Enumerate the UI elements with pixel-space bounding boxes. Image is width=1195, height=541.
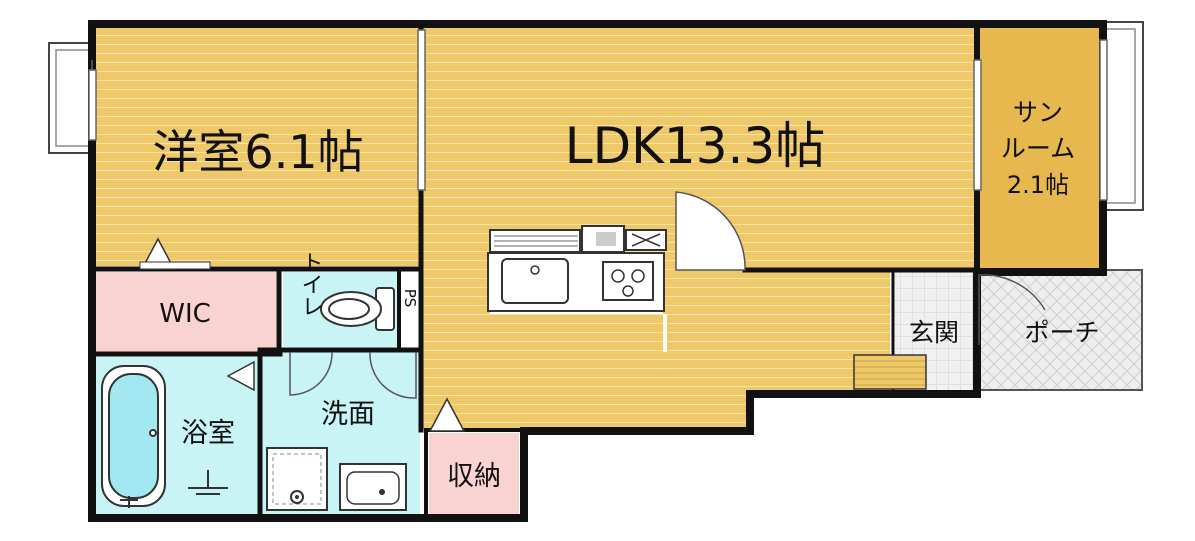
storage-floor: [429, 433, 519, 515]
washing-machine-icon: [266, 447, 328, 511]
storage-label: 収納: [447, 461, 501, 492]
sunroom-label-line1: サン: [1013, 98, 1063, 127]
walls: [88, 20, 1107, 522]
sunroom-size: 2.1帖: [1007, 171, 1069, 199]
western-room-floor: [96, 28, 419, 266]
ps-floor: [401, 272, 421, 347]
toilet-icon: [320, 287, 395, 331]
porch-label: ポーチ: [1024, 318, 1099, 347]
ldk-label: LDK13.3帖: [565, 117, 825, 175]
bathtub-icon: [101, 365, 166, 507]
porch-area: [976, 269, 1143, 391]
entrance-step: [853, 354, 927, 390]
wic-floor: [96, 272, 276, 352]
sink-icon: [501, 258, 569, 304]
sunroom-label-line2: ルーム: [1001, 134, 1075, 163]
closet-marker-storage: [428, 397, 466, 432]
sunroom-floor: [979, 28, 1099, 268]
western-room-label: 洋室6.1帖: [152, 125, 363, 179]
kitchen-counter: [487, 225, 667, 312]
wic-label: WIC: [159, 299, 211, 329]
entrance-label: 玄関: [909, 318, 959, 347]
washroom-label: 洗面: [321, 399, 375, 430]
doors: [289, 191, 1046, 399]
stove-icon: [602, 261, 654, 301]
shower-icon: [188, 470, 228, 495]
toilet-label: トイレ: [298, 251, 323, 317]
ps-label: PS: [401, 289, 419, 308]
bathroom-label: 浴室: [181, 418, 235, 449]
bathroom-door-marker: [226, 360, 255, 392]
washbasin-icon: [339, 463, 407, 511]
